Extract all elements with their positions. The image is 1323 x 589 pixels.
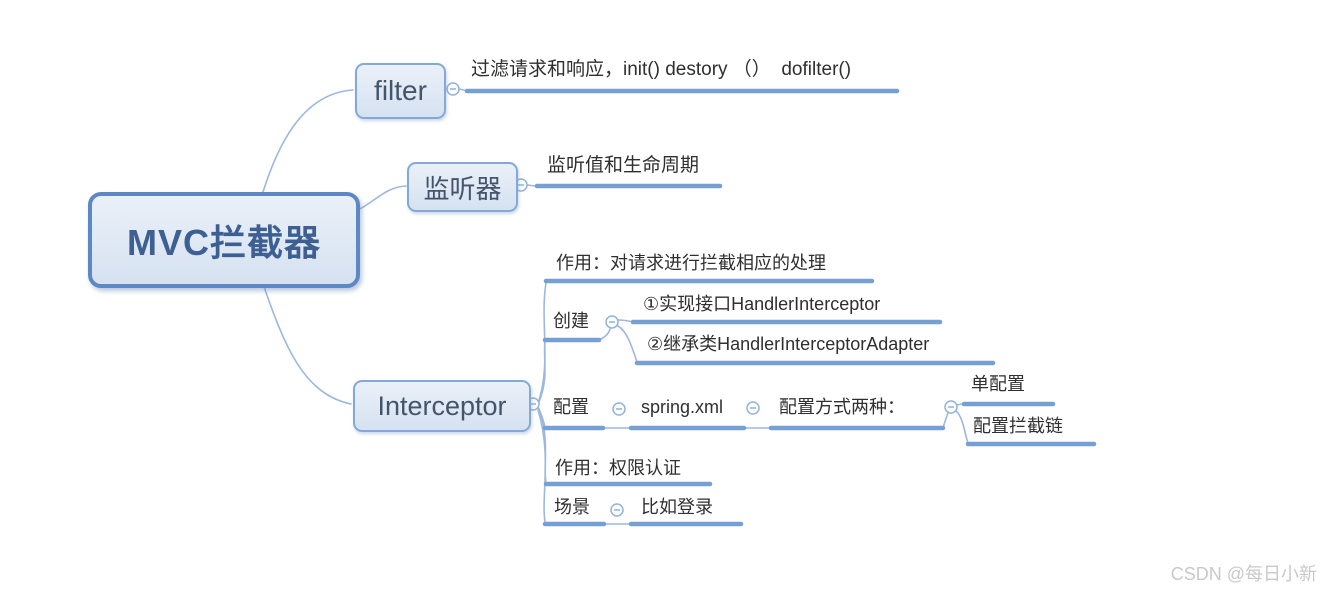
edge-interceptor-to-child1 (538, 282, 547, 401)
csdn-watermark: CSDN @每日小新 (1170, 564, 1317, 584)
branch-topic-label: Interceptor (377, 390, 507, 421)
branch-topic-label: filter (374, 75, 427, 106)
edge-chuangjian-to-handle (598, 328, 611, 341)
subtopic-single-config[interactable]: 单配置 (971, 374, 1025, 394)
subtopic-scene[interactable]: 场景 (554, 497, 590, 517)
branch-topic-label: 监听器 (423, 173, 502, 204)
edge-fangshi-brace-bottom (955, 410, 969, 444)
edge-interceptor-to-child2 (538, 340, 546, 403)
edge-chuangjian-brace-top (617, 319, 634, 323)
collapse-handle-filter[interactable] (446, 82, 460, 96)
collapse-handle-chuangjian[interactable] (605, 315, 619, 329)
edge-root-to-listener (351, 185, 407, 213)
subtopic-listener-desc[interactable]: 监听值和生命周期 (547, 155, 700, 176)
subtopic-create[interactable]: 创建 (553, 311, 589, 331)
subtopic-config-chain[interactable]: 配置拦截链 (973, 416, 1063, 436)
edge-root-to-interceptor (261, 280, 352, 405)
edge-interceptor-to-child5 (537, 409, 547, 523)
subtopic-config-two-ways[interactable]: 配置方式两种： (779, 397, 905, 417)
subtopic-configure[interactable]: 配置 (553, 397, 589, 417)
edge-root-to-filter (262, 89, 354, 193)
subtopic-filter-desc[interactable]: 过滤请求和响应，init() destory （） dofilter() (471, 59, 852, 80)
edge-chuangjian-brace-bottom (617, 325, 638, 363)
branch-topic-interceptor[interactable]: Interceptor (353, 380, 531, 432)
edge-fangshi-to-handle (942, 412, 949, 429)
edge-interceptor-to-child3 (537, 406, 546, 428)
collapse-handle-changjing[interactable] (610, 503, 624, 517)
edge-fangshi-brace-top (956, 403, 965, 406)
collapse-handle-fangshi[interactable] (944, 400, 958, 414)
edge-listener-handle-to-line (527, 184, 538, 187)
subtopic-role-auth[interactable]: 作用：权限认证 (555, 458, 681, 478)
edge-filter-handle-to-line (458, 88, 468, 92)
subtopic-role-intercept[interactable]: 作用：对请求进行拦截相应的处理 (556, 253, 826, 273)
branch-topic-listener[interactable]: 监听器 (407, 162, 518, 212)
subtopic-login-example[interactable]: 比如登录 (641, 497, 713, 517)
subtopic-spring-xml[interactable]: spring.xml (641, 397, 724, 417)
root-topic-label: MVC拦截器 (127, 222, 321, 263)
subtopic-impl-interface[interactable]: ①实现接口HandlerInterceptor (643, 294, 881, 314)
collapse-handle-peizhi[interactable] (612, 402, 626, 416)
collapse-handle-spring-xml[interactable] (746, 401, 760, 415)
branch-topic-filter[interactable]: filter (355, 63, 446, 119)
edge-interceptor-to-child4 (538, 408, 547, 484)
root-topic-mvc-interceptor[interactable]: MVC拦截器 (88, 192, 360, 288)
subtopic-extend-adapter[interactable]: ②继承类HandlerInterceptorAdapter (647, 334, 930, 354)
